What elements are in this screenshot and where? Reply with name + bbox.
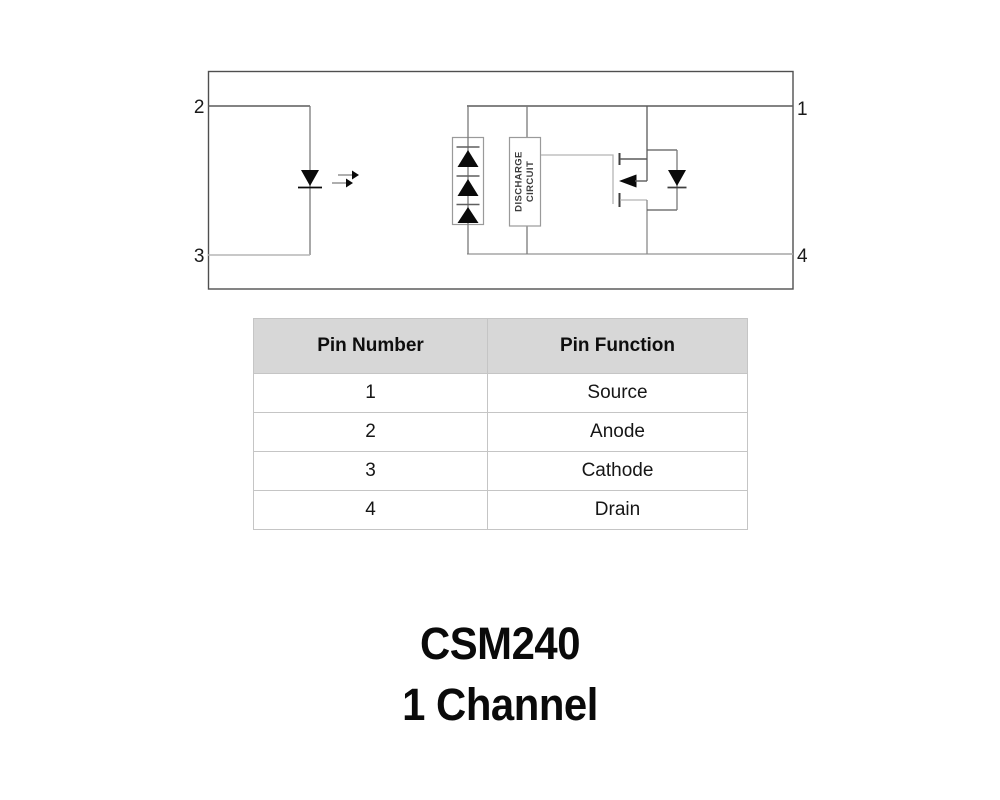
pin-function-cell: Cathode: [487, 451, 748, 491]
channel-subtitle: 1 Channel: [402, 679, 598, 730]
table-row: 4 Drain: [253, 490, 748, 530]
table-header-row: Pin Number Pin Function: [253, 318, 748, 374]
pin-table: Pin Number Pin Function 1 Source 2 Anode…: [253, 318, 748, 530]
photodiode-array-icon: [456, 146, 480, 223]
discharge-label-line1: DISCHARGE: [514, 151, 525, 212]
discharge-label-line2: CIRCUIT: [525, 161, 536, 202]
pin-function-header: Pin Function: [487, 318, 748, 374]
pin-number-cell: 1: [253, 373, 488, 413]
pin-function-cell: Drain: [487, 490, 748, 530]
pin-number-cell: 4: [253, 490, 488, 530]
part-number-title: CSM240: [419, 618, 581, 669]
body-diode-icon: [647, 149, 687, 211]
led-icon: [298, 170, 322, 189]
pin-label-3: 3: [194, 246, 205, 267]
circuit-diagram: DISCHARGE CIRCUIT: [194, 70, 808, 290]
table-row: 3 Cathode: [253, 451, 748, 491]
pin-label-1: 1: [797, 99, 808, 120]
pin-number-cell: 3: [253, 451, 488, 491]
pin-function-cell: Anode: [487, 412, 748, 452]
light-emission-arrows-icon: [332, 170, 359, 188]
led-input-network: [208, 105, 359, 256]
output-network: DISCHARGE CIRCUIT: [451, 105, 793, 255]
pin-function-cell: Source: [487, 373, 748, 413]
package-outline: [207, 70, 794, 290]
pin-label-2: 2: [194, 97, 205, 118]
mosfet-icon: [618, 106, 648, 254]
gate-wire: [541, 154, 614, 204]
discharge-circuit-box: DISCHARGE CIRCUIT: [508, 136, 542, 227]
title-block: CSM240 1 Channel: [0, 613, 1000, 735]
table-row: 1 Source: [253, 373, 748, 413]
pin-label-4: 4: [797, 246, 808, 267]
table-row: 2 Anode: [253, 412, 748, 452]
pin-number-cell: 2: [253, 412, 488, 452]
pin-number-header: Pin Number: [253, 318, 488, 374]
